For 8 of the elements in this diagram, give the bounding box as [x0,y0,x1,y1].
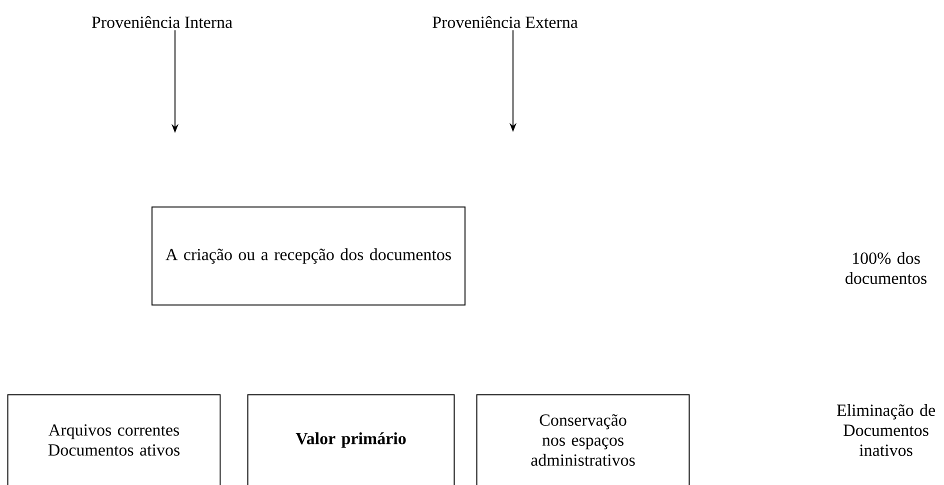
process-box: A criação ou a recepção dos documentos [152,206,466,306]
process-box: Conservação nos espaços administrativos [476,394,690,485]
process-box: Valor primário [247,394,455,485]
source-label: Proveniência Externa [432,16,578,28]
side-note: Eliminação de Documentos inativos [836,404,935,456]
side-note: 100% dos documentos [846,252,926,284]
process-box: Arquivos correntes Documentos ativos [7,394,221,485]
source-label: Proveniência Interna [92,16,232,28]
